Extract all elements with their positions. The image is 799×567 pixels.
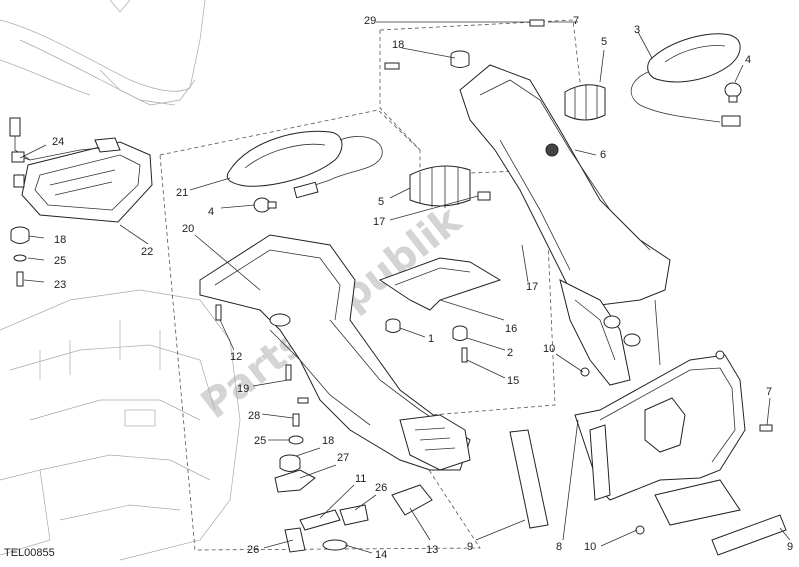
label-20: 20 [182,223,194,235]
drawing-code: TEL00855 [4,547,55,559]
spacer-1 [385,318,401,333]
label-4-right: 4 [745,54,751,66]
subframe-ghost [0,289,241,561]
label-11: 11 [355,473,366,485]
center-fastener-stack [279,413,304,472]
tail-light-assembly [14,137,153,223]
label-9-center: 9 [467,541,473,553]
label-17-center: 17 [373,216,385,228]
bulb-right [724,82,742,103]
label-13: 13 [426,544,438,556]
grommet-5-right [564,84,606,121]
label-23: 23 [54,279,66,291]
right-indicator [630,33,741,127]
label-15: 15 [507,375,519,387]
small-parts-bottom [274,469,433,553]
spacer-2 [452,325,468,341]
label-5-top: 5 [601,36,607,48]
label-6: 6 [600,149,606,161]
label-26-right: 26 [375,482,387,494]
label-8: 8 [556,541,562,553]
label-7-right: 7 [766,386,772,398]
label-19: 19 [237,383,249,395]
label-17-right: 17 [526,281,538,293]
label-10-bottom: 10 [584,541,596,553]
label-18-center: 18 [322,435,334,447]
bracket-16 [378,257,502,311]
label-16: 16 [505,323,517,335]
label-5-left: 5 [378,196,384,208]
group-outlines [159,19,584,551]
label-25-left: 25 [54,255,66,267]
label-1: 1 [428,333,434,345]
label-27: 27 [337,452,349,464]
label-22: 22 [141,246,153,258]
left-indicator [226,130,383,199]
leader-lines [19,21,791,554]
label-14: 14 [375,549,387,561]
grommet-18-top [450,50,470,68]
bulb-left [253,197,277,213]
label-24: 24 [52,136,64,148]
label-3: 3 [634,24,640,36]
rear-mudguard [459,64,671,386]
screws [215,19,773,432]
label-26-bottom: 26 [247,544,259,556]
label-2: 2 [507,347,513,359]
grommet-5-left [409,165,491,208]
reflectors [509,429,787,556]
label-28: 28 [248,410,260,422]
label-4-left: 4 [208,206,214,218]
label-7-top: 7 [573,15,579,27]
bike-tail-ghost [0,0,206,106]
part-labels: 29 7 18 5 3 4 24 21 6 4 18 5 17 22 25 23… [52,15,793,561]
plate-holder-frame [199,234,471,471]
label-29: 29 [364,15,376,27]
label-10-mid: 10 [543,343,555,355]
left-fastener-stack [10,226,30,287]
label-18-top: 18 [392,39,404,51]
label-9-right: 9 [787,541,793,553]
label-18-left: 18 [54,234,66,246]
label-21: 21 [176,187,188,199]
label-25-center: 25 [254,435,266,447]
label-12: 12 [230,351,242,363]
connector-24 [9,117,31,188]
plate-bracket [574,350,746,535]
